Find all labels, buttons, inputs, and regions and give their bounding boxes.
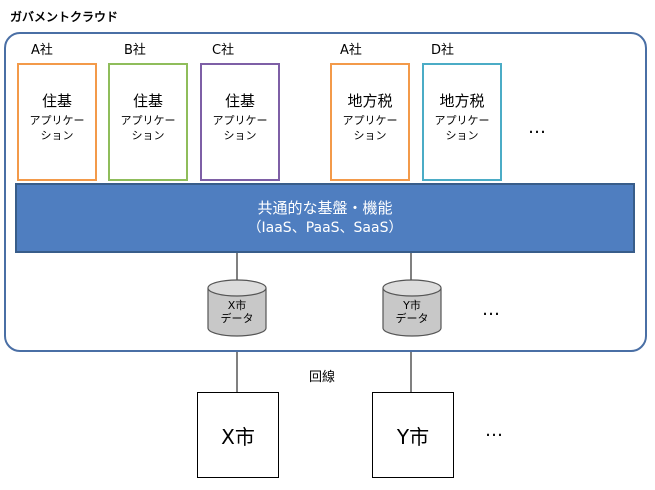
app-type: アプリケーション: [120, 114, 176, 142]
government-cloud-boundary: [4, 32, 647, 352]
company-label-a: A社: [31, 43, 53, 58]
app-type: アプリケーション: [29, 114, 85, 142]
app-box-jyuki-a: 住基 アプリケーション: [17, 63, 97, 181]
diagram-title: ガバメントクラウド: [10, 10, 119, 24]
database-x-name: X市: [227, 299, 247, 312]
platform-title: 共通的な基盤・機能: [257, 199, 393, 217]
apps-more-ellipsis: …: [528, 117, 548, 138]
database-x-cylinder: [207, 279, 267, 337]
company-label-d: D社: [431, 43, 455, 58]
app-type: アプリケーション: [342, 114, 398, 142]
city-box-x: X市: [197, 392, 279, 478]
app-name: 住基: [132, 92, 163, 110]
database-x-type: データ: [220, 312, 254, 325]
company-label-c: C社: [212, 43, 235, 58]
app-box-jyuki-c: 住基 アプリケーション: [200, 63, 280, 181]
app-box-chihouzei-d: 地方税 アプリケーション: [422, 63, 502, 181]
platform-subtitle: （IaaS、PaaS、SaaS）: [247, 220, 403, 236]
app-box-chihouzei-a: 地方税 アプリケーション: [330, 63, 410, 181]
company-label-a-2: A社: [340, 43, 362, 58]
database-y-name: Y市: [403, 299, 421, 312]
database-x-label: X市 データ: [210, 299, 264, 325]
app-name: 地方税: [347, 92, 393, 110]
database-y-cylinder: [382, 279, 442, 337]
line-label: 回線: [309, 370, 336, 385]
app-name: 地方税: [439, 92, 485, 110]
app-type: アプリケーション: [434, 114, 490, 142]
app-name: 住基: [224, 92, 255, 110]
db-more-ellipsis: …: [482, 299, 502, 320]
app-name: 住基: [41, 92, 72, 110]
database-y-label: Y市 データ: [385, 299, 439, 325]
common-platform-box: 共通的な基盤・機能 （IaaS、PaaS、SaaS）: [15, 183, 635, 253]
city-box-y: Y市: [372, 392, 454, 478]
app-box-jyuki-b: 住基 アプリケーション: [108, 63, 188, 181]
database-y-type: データ: [395, 312, 429, 325]
company-label-b: B社: [124, 43, 146, 58]
app-type: アプリケーション: [212, 114, 268, 142]
cities-more-ellipsis: …: [485, 420, 505, 441]
